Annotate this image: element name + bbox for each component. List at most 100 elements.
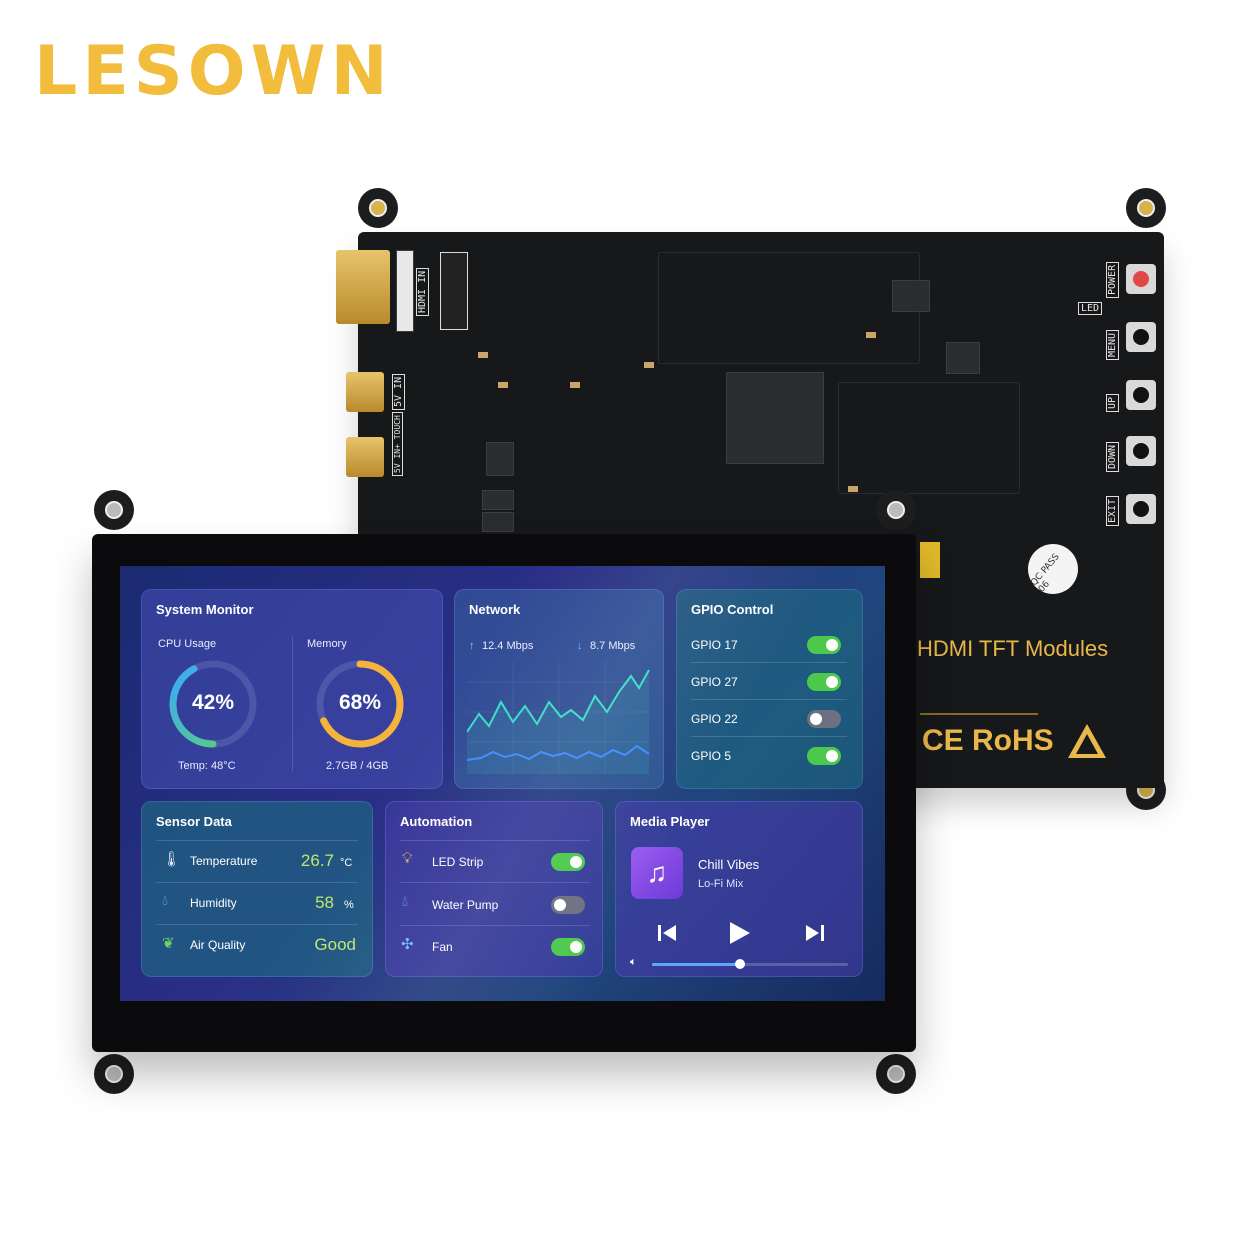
gpio-toggle[interactable] — [807, 636, 841, 654]
small-chip — [946, 342, 980, 374]
system-monitor-card: System Monitor CPU Usage Memory 42% Temp… — [141, 589, 443, 789]
sensor-unit: % — [344, 899, 354, 911]
divider — [920, 713, 1038, 715]
divider — [691, 699, 847, 700]
cpu-value: 42% — [191, 691, 235, 714]
lightbulb-icon: 💡︎ — [402, 850, 413, 867]
certification-marks: CE RoHS — [922, 724, 1054, 757]
ribbon-connector — [396, 250, 414, 332]
upload-line — [467, 669, 650, 733]
hdmi-port — [336, 250, 390, 324]
card-title: Sensor Data — [156, 814, 232, 829]
volume-slider-fill — [652, 963, 741, 966]
cpu-gauge — [169, 660, 257, 748]
download-line — [467, 744, 650, 761]
gpio-label: GPIO 17 — [691, 638, 738, 652]
music-note-icon: ♫ — [631, 847, 683, 899]
label-hdmi-in: HDMI IN — [416, 267, 429, 316]
sensor-label: Humidity — [190, 896, 237, 910]
esd-warning-icon — [1068, 724, 1106, 758]
next-track-icon[interactable] — [802, 922, 826, 944]
play-icon[interactable] — [726, 919, 752, 947]
download-speed: 8.7 Mbps — [590, 640, 636, 652]
label-down: DOWN — [1106, 441, 1119, 472]
fpc-connector — [440, 252, 468, 330]
gpio-label: GPIO 22 — [691, 712, 738, 726]
up-button[interactable] — [1126, 380, 1156, 410]
component — [482, 512, 514, 532]
card-title: System Monitor — [156, 602, 254, 617]
water-pump-toggle[interactable] — [551, 896, 585, 914]
card-title: Network — [469, 602, 521, 617]
inductor — [486, 442, 514, 476]
menu-button[interactable] — [1126, 322, 1156, 352]
divider — [292, 636, 293, 771]
volume-slider-track[interactable] — [652, 959, 848, 969]
down-button[interactable] — [1126, 436, 1156, 466]
card-title: GPIO Control — [691, 602, 774, 617]
mounting-hole — [1126, 188, 1166, 228]
mounting-hole — [94, 1054, 134, 1094]
component — [482, 490, 514, 510]
sensor-label: Air Quality — [190, 938, 246, 952]
previous-track-icon[interactable] — [656, 922, 680, 944]
divider — [691, 736, 847, 737]
mounting-hole — [94, 490, 134, 530]
usb-power-port — [346, 372, 384, 412]
automation-label: LED Strip — [432, 855, 484, 869]
track-artist: Lo-Fi Mix — [698, 878, 744, 890]
volume-icon[interactable]: 🔈︎ — [630, 956, 637, 968]
gpio-toggle[interactable] — [807, 673, 841, 691]
network-chart — [467, 662, 651, 774]
gpio-toggle[interactable] — [807, 747, 841, 765]
leaf-icon: ❦ — [162, 935, 175, 952]
card-title: Automation — [400, 814, 473, 829]
upload-arrow-icon: ↑ — [469, 640, 475, 652]
label-exit: EXIT — [1106, 495, 1119, 526]
fan-toggle[interactable] — [551, 938, 585, 956]
sensor-value: Good — [314, 935, 356, 954]
label-power: POWER — [1106, 261, 1119, 298]
connector-chip — [892, 280, 930, 312]
main-controller-chip — [726, 372, 824, 464]
automation-label: Fan — [432, 940, 453, 954]
memory-gauge-arc — [316, 660, 404, 748]
cpu-label: CPU Usage — [158, 638, 217, 650]
gpio-toggle[interactable] — [807, 710, 841, 728]
sensor-data-card: Sensor Data 🌡︎ Temperature 26.7 °C 💧︎ Hu… — [141, 801, 373, 977]
brand-logo: LESOWN — [34, 32, 393, 111]
touch-screen[interactable]: System Monitor CPU Usage Memory 42% Temp… — [120, 566, 885, 1001]
droplet-icon: 💧︎ — [162, 892, 169, 909]
led-strip-toggle[interactable] — [551, 853, 585, 871]
upload-speed: 12.4 Mbps — [482, 640, 534, 652]
board-title: HDMI TFT Modules — [917, 636, 1109, 661]
divider — [691, 662, 847, 663]
cpu-temp: Temp: 48°C — [178, 760, 236, 772]
memory-usage: 2.7GB / 4GB — [326, 760, 389, 772]
label-menu: MENU — [1106, 329, 1119, 360]
label-5v-in: 5V IN — [392, 373, 405, 410]
exit-button[interactable] — [1126, 494, 1156, 524]
media-player-card: Media Player ♫ Chill Vibes Lo-Fi Mix 🔈︎ — [615, 801, 863, 977]
sensor-value: 26.7 — [300, 851, 334, 870]
usb-touch-port — [346, 437, 384, 477]
mounting-hole — [876, 1054, 916, 1094]
card-title: Media Player — [630, 814, 710, 829]
label-led: LED — [1078, 302, 1103, 315]
track-title: Chill Vibes — [698, 857, 760, 872]
volume-slider-handle[interactable] — [735, 959, 746, 969]
sensor-label: Temperature — [190, 854, 258, 868]
sensor-value: 58 — [315, 893, 334, 912]
jumper — [920, 542, 940, 578]
automation-card: Automation 💡︎ LED Strip 💧︎ Water Pump ✣ … — [385, 801, 603, 977]
power-button[interactable] — [1126, 264, 1156, 294]
label-up: UP — [1106, 393, 1119, 412]
thermometer-icon: 🌡︎ — [162, 851, 182, 868]
cpu-gauge-arc — [169, 660, 257, 748]
mounting-hole — [358, 188, 398, 228]
label-5v-touch: 5V IN+ TOUCH — [392, 412, 403, 476]
network-card: Network ↑ 12.4 Mbps ↓ 8.7 Mbps — [454, 589, 664, 789]
gpio-label: GPIO 27 — [691, 675, 738, 689]
memory-value: 68% — [338, 691, 382, 714]
download-arrow-icon: ↓ — [577, 640, 583, 652]
